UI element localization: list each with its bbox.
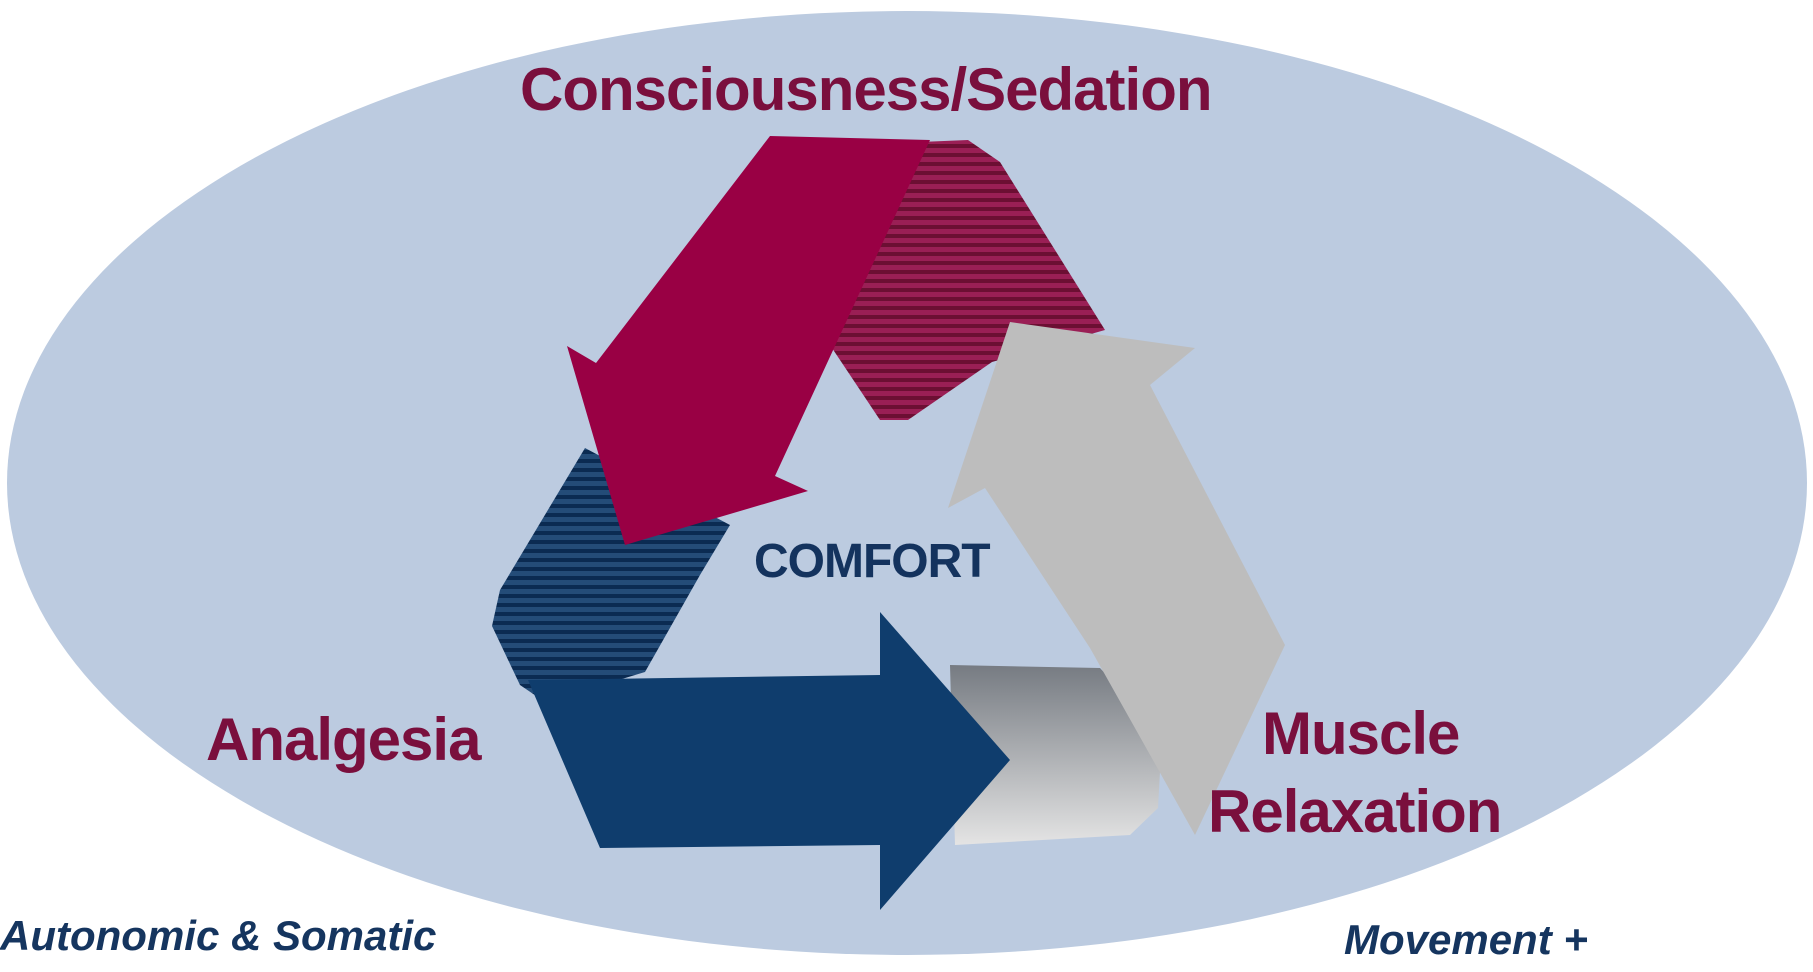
grey-fold-band xyxy=(950,665,1162,845)
relaxation-label: Relaxation xyxy=(1208,778,1502,845)
sedation-arrow xyxy=(567,136,930,545)
comfort-center-label: COMFORT xyxy=(754,535,991,588)
background-ellipse xyxy=(7,11,1807,955)
consciousness-sedation-label: Consciousness/Sedation xyxy=(520,56,1212,123)
muscle-label: Muscle xyxy=(1262,700,1460,767)
analgesia-label: Analgesia xyxy=(206,706,481,773)
movement-note: Movement + xyxy=(1344,916,1588,963)
autonomic-somatic-note: Autonomic & Somatic xyxy=(0,912,437,959)
analgesia-arrow xyxy=(528,612,1010,910)
muscle-relaxation-arrow xyxy=(948,322,1285,835)
